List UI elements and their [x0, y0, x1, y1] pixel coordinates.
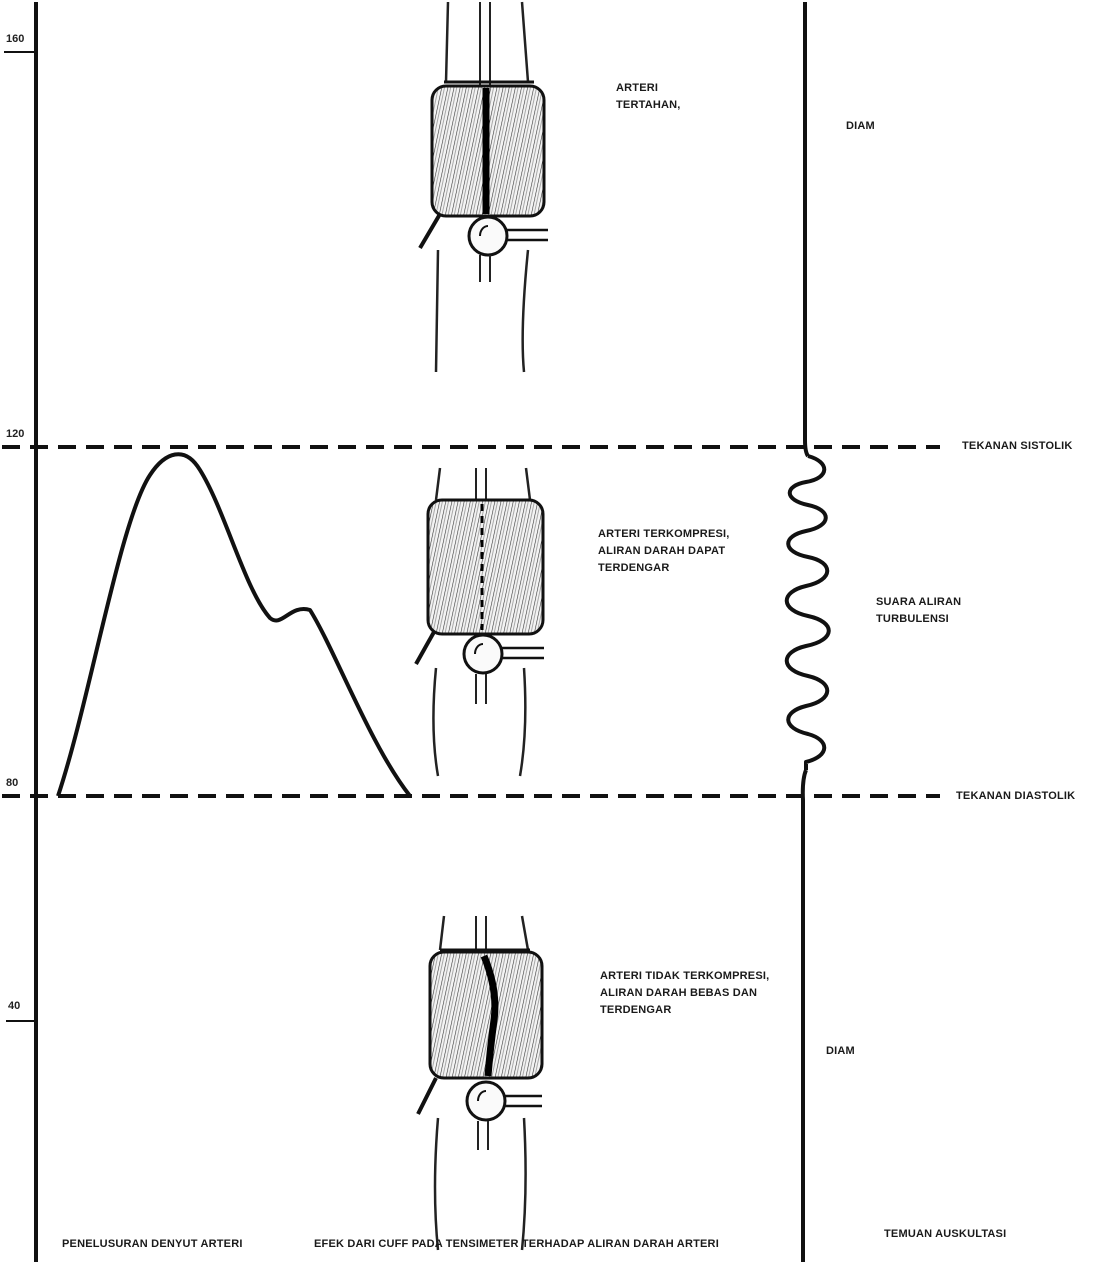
auscultation-line-bottom: [800, 769, 808, 1262]
diastolic-pressure-label: TEKANAN DIASTOLIK: [956, 790, 1076, 802]
turbulent-sound-wave: [784, 454, 831, 770]
auscultation-turbulent-sound: SUARA ALIRAN TURBULENSI: [876, 596, 962, 625]
footer-cuff-effect: EFEK DARI CUFF PADA TENSIMETER TERHADAP …: [314, 1238, 719, 1250]
auscultation-silent-top: DIAM: [846, 120, 875, 132]
y-tick-label: 40: [8, 1000, 21, 1012]
cuff-arm-compressed: [414, 467, 545, 777]
auscultation-silent-bottom: DIAM: [826, 1045, 855, 1057]
arterial-pulse-curve: [56, 452, 412, 798]
y-tick-label: 160: [6, 33, 25, 45]
y-tick-label: 80: [6, 777, 19, 789]
cuff-state-occluded-text: ARTERI TERTAHAN,: [616, 82, 681, 111]
footer-auscultation-findings: TEMUAN AUSKULTASI: [884, 1228, 1007, 1240]
cuff-state-compressed-text: ARTERI TERKOMPRESI, ALIRAN DARAH DAPAT T…: [598, 528, 730, 574]
auscultation-line-top: [803, 2, 810, 458]
cuff-arm-open: [416, 915, 544, 1251]
cuff-state-open-text: ARTERI TIDAK TERKOMPRESI, ALIRAN DARAH B…: [600, 970, 770, 1016]
y-tick-label: 120: [6, 428, 25, 440]
systolic-pressure-label: TEKANAN SISTOLIK: [962, 440, 1073, 452]
cuff-arm-occluded: [418, 1, 548, 373]
footer-pulse-tracing: PENELUSURAN DENYUT ARTERI: [62, 1238, 243, 1250]
